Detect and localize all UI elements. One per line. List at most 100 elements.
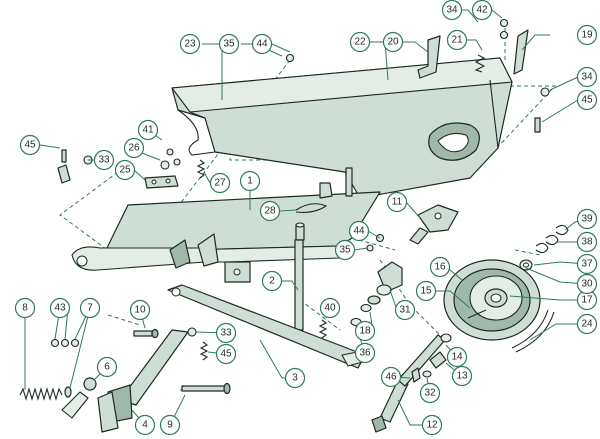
- callout-c22: 22: [349, 31, 371, 53]
- callout-number: 25: [119, 165, 131, 176]
- callout-circle: [576, 253, 598, 275]
- callout-number: 23: [184, 39, 196, 50]
- callout-circle: [446, 346, 468, 368]
- callout-c9: 9: [159, 414, 181, 436]
- callout-number: 44: [353, 226, 365, 237]
- callout-circle: [215, 322, 237, 344]
- callout-number: 2: [269, 276, 275, 287]
- callout-number: 13: [456, 371, 468, 382]
- small-springs-40-45: [196, 159, 328, 361]
- callout-number: 33: [98, 155, 110, 166]
- callout-number: 17: [581, 295, 593, 306]
- bolt-part-9: [181, 382, 231, 395]
- callout-circle: [576, 208, 598, 230]
- callout-circle: [441, 0, 463, 21]
- callout-c43: 43: [49, 297, 71, 319]
- callout-circle: [382, 31, 404, 53]
- callout-number: 22: [354, 37, 366, 48]
- callout-circle: [348, 220, 370, 242]
- callout-circle: [129, 299, 151, 321]
- callout-c39: 39: [576, 208, 598, 230]
- top-pieces-19-20-21: [417, 29, 529, 79]
- callout-circle: [394, 299, 416, 321]
- callout-c45b: 45: [576, 89, 598, 111]
- callout-number: 24: [581, 319, 593, 330]
- callout-circle: [349, 31, 371, 53]
- belt-part-24: [511, 309, 555, 353]
- callout-c35b: 35: [334, 239, 356, 261]
- lever-part-4: [61, 329, 189, 433]
- callout-c32: 32: [419, 382, 441, 404]
- callout-c41: 41: [137, 119, 159, 141]
- callout-number: 15: [420, 286, 432, 297]
- callout-c30: 30: [576, 273, 598, 295]
- callout-c36: 36: [354, 342, 376, 364]
- callout-circle: [93, 149, 115, 171]
- callout-number: 35: [339, 245, 351, 256]
- callout-c26: 26: [123, 137, 145, 159]
- callout-c7: 7: [79, 297, 101, 319]
- callout-number: 45: [220, 349, 232, 360]
- callout-c10: 10: [129, 299, 151, 321]
- callout-circle: [446, 29, 468, 51]
- callout-c13: 13: [451, 365, 473, 387]
- callout-number: 10: [134, 305, 146, 316]
- callout-c2: 2: [261, 270, 283, 292]
- callout-circle: [354, 320, 376, 342]
- callout-c6: 6: [96, 356, 118, 378]
- callout-c23: 23: [179, 33, 201, 55]
- callout-circle: [19, 134, 41, 156]
- callout-c40: 40: [319, 297, 341, 319]
- callout-number: 18: [359, 326, 371, 337]
- spring-part-8: [19, 387, 63, 401]
- callout-number: 27: [214, 178, 226, 189]
- callout-number: 40: [324, 303, 336, 314]
- callout-circle: [380, 366, 402, 388]
- callout-c45c: 45: [215, 343, 237, 365]
- callout-number: 39: [581, 214, 593, 225]
- callout-c1: 1: [239, 170, 261, 192]
- callout-c31: 31: [394, 299, 416, 321]
- callout-c44a: 44: [251, 33, 273, 55]
- callout-c34b: 34: [576, 66, 598, 88]
- callout-c28: 28: [259, 200, 281, 222]
- callout-number: 1: [247, 176, 253, 187]
- callout-number: 33: [220, 328, 232, 339]
- callout-number: 34: [581, 72, 593, 83]
- callout-number: 11: [392, 197, 403, 208]
- callout-circle: [96, 356, 118, 378]
- base-plate-part-1: [71, 167, 381, 283]
- callout-number: 37: [581, 259, 593, 270]
- callout-c33a: 33: [93, 149, 115, 171]
- callout-number: 30: [581, 279, 593, 290]
- callout-number: 19: [581, 30, 593, 41]
- callout-circle: [354, 342, 376, 364]
- callout-number: 45: [24, 140, 36, 151]
- callout-number: 35: [223, 39, 235, 50]
- bracket-part-25: [144, 175, 179, 189]
- callout-c4: 4: [134, 414, 156, 436]
- callout-number: 16: [434, 262, 446, 273]
- callout-c46: 46: [380, 366, 402, 388]
- callout-number: 26: [128, 143, 140, 154]
- callout-number: 36: [359, 348, 371, 359]
- callout-circle: [179, 33, 201, 55]
- pin-part-10: [133, 328, 159, 339]
- callout-circle: [319, 297, 341, 319]
- callout-c33b: 33: [215, 322, 237, 344]
- callout-number: 44: [256, 39, 268, 50]
- callout-number: 21: [451, 35, 463, 46]
- callout-number: 12: [426, 420, 438, 431]
- bushings-18-31-36: [350, 261, 403, 327]
- callout-circle: [79, 297, 101, 319]
- callout-c27: 27: [209, 172, 231, 194]
- callout-number: 7: [87, 303, 93, 314]
- callout-c45a: 45: [19, 134, 41, 156]
- callout-c16: 16: [429, 256, 451, 278]
- rod-part-2: [294, 239, 304, 331]
- clip-part-28: [295, 203, 328, 213]
- callout-c3: 3: [284, 367, 306, 389]
- callout-circle: [386, 191, 408, 213]
- callout-number: 4: [142, 420, 148, 431]
